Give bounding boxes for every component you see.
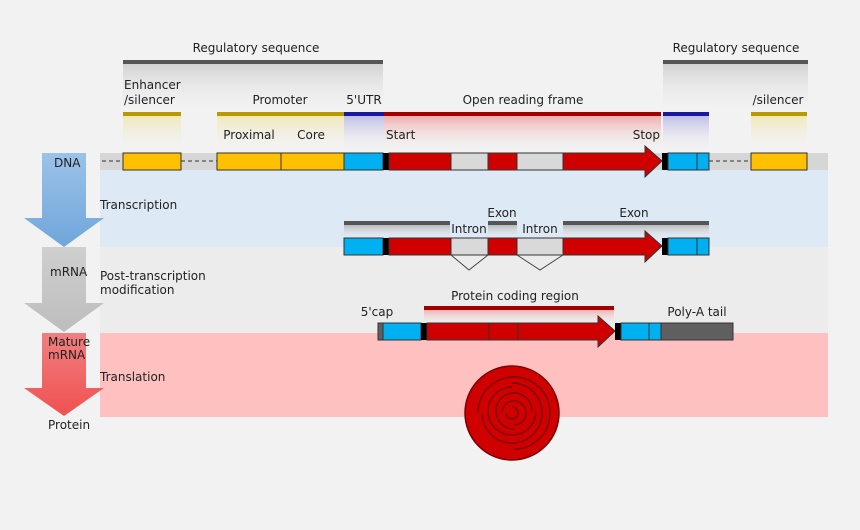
utr3-shade	[663, 114, 709, 152]
translation-band	[100, 333, 828, 417]
coding-region-shade	[424, 309, 614, 324]
regulatory-right-title: Regulatory sequence	[673, 41, 800, 55]
promoter-shade	[217, 114, 344, 152]
regulatory-right-shade	[663, 62, 808, 114]
polya-label: Poly-A tail	[667, 305, 726, 319]
start-label: Start	[386, 128, 416, 142]
pre-mrna-exon3-bar	[563, 221, 709, 225]
stage-translation-label: Translation	[99, 370, 165, 384]
mature-utr3	[620, 322, 662, 341]
core-label: Core	[297, 128, 325, 142]
mature-cap	[377, 322, 384, 341]
orf-bar	[384, 112, 661, 116]
proximal-label: Proximal	[223, 128, 274, 142]
dna-exon2	[487, 152, 518, 171]
splice-intron1	[450, 254, 489, 271]
silencer-right-shade	[751, 114, 807, 152]
stage-protein-label: Protein	[48, 418, 90, 432]
cap-label: 5'cap	[361, 305, 394, 319]
enhancer-bar	[123, 112, 181, 116]
mrna-stage-arrow	[24, 247, 104, 332]
pre-mrna-exon3-shade	[563, 224, 709, 239]
mature-utr5	[382, 322, 422, 341]
regulatory-right-bar	[663, 60, 808, 64]
dna-intron2	[516, 152, 564, 171]
promoter-bar	[217, 112, 344, 116]
dna-intron1	[450, 152, 489, 171]
orf-label: Open reading frame	[463, 93, 584, 107]
dna-stop-marker	[662, 153, 668, 170]
stage-mature-label: Mature	[48, 335, 90, 349]
pre-mrna-exon2-bar	[488, 221, 517, 225]
mature-exon3-arrow	[517, 314, 616, 349]
pre-mrna-intron2	[516, 237, 564, 256]
protein-coding-label: Protein coding region	[451, 289, 579, 303]
utr5-label: 5'UTR	[346, 93, 381, 107]
dna-enhancer-block	[122, 152, 182, 171]
utr5-shade	[344, 114, 384, 152]
silencer-right-label: /silencer	[753, 93, 804, 107]
stop-label: Stop	[633, 128, 660, 142]
enhancer-silencer-label: /silencer	[124, 93, 175, 107]
stage-dna-label: DNA	[54, 156, 81, 170]
stage-modification-label: modification	[100, 283, 174, 297]
pre-mrna-exon2	[487, 237, 518, 256]
stage-transcription-label: Transcription	[99, 198, 177, 212]
pre-mrna-exon1	[388, 237, 452, 256]
regulatory-left-bar	[123, 60, 383, 64]
intron2-label: Intron	[522, 222, 557, 236]
splice-intron2	[516, 254, 564, 271]
utr3-bar	[663, 112, 709, 116]
enhancer-label: Enhancer	[124, 78, 181, 92]
regulatory-left-title: Regulatory sequence	[193, 41, 320, 55]
exon-right-label: Exon	[619, 206, 648, 220]
mature-start-marker	[421, 323, 427, 340]
regulatory-left-shade	[123, 62, 383, 114]
stage-mrna-label: mRNA	[50, 265, 88, 279]
exon-mid-label: Exon	[487, 206, 516, 220]
pre-mrna-exon1-bar	[344, 221, 450, 225]
dna-utr5-block	[343, 152, 384, 171]
mature-exon1	[426, 322, 490, 341]
pre-mrna-utr3	[667, 237, 710, 256]
coding-region-bar	[424, 306, 614, 310]
promoter-label: Promoter	[252, 93, 307, 107]
utr5-bar	[344, 112, 384, 116]
mature-polya-tail	[660, 322, 734, 341]
pre-mrna-exon2-shade	[488, 224, 517, 239]
dna-start-marker	[383, 153, 389, 170]
pre-mrna-utr5	[343, 237, 384, 256]
dna-exon1	[388, 152, 452, 171]
mature-exon2	[488, 322, 519, 341]
orf-shade	[384, 114, 661, 152]
dna-silencer-right-block	[750, 152, 808, 171]
mature-mrna-stage-arrow	[24, 333, 104, 416]
dna-utr3-block	[667, 152, 710, 171]
stage-post-transcription-label: Post-transcription	[100, 269, 206, 283]
pre-mrna-exon3-arrow	[562, 229, 663, 264]
dna-stage-arrow	[24, 153, 104, 247]
folded-protein-icon	[464, 365, 560, 461]
enhancer-shade	[123, 114, 181, 152]
mature-stop-marker	[615, 323, 621, 340]
silencer-right-bar	[751, 112, 807, 116]
dna-proximal-block	[216, 152, 282, 171]
intron1-label: Intron	[451, 222, 486, 236]
pre-mrna-start-marker	[383, 238, 389, 255]
pre-mrna-stop-marker	[662, 238, 668, 255]
dna-core-block	[280, 152, 345, 171]
pre-mrna-exon1-shade	[344, 224, 450, 239]
pre-mrna-intron1	[450, 237, 489, 256]
stage-mature-mrna-label: mRNA	[48, 348, 86, 362]
dna-exon3-arrow	[562, 144, 663, 179]
